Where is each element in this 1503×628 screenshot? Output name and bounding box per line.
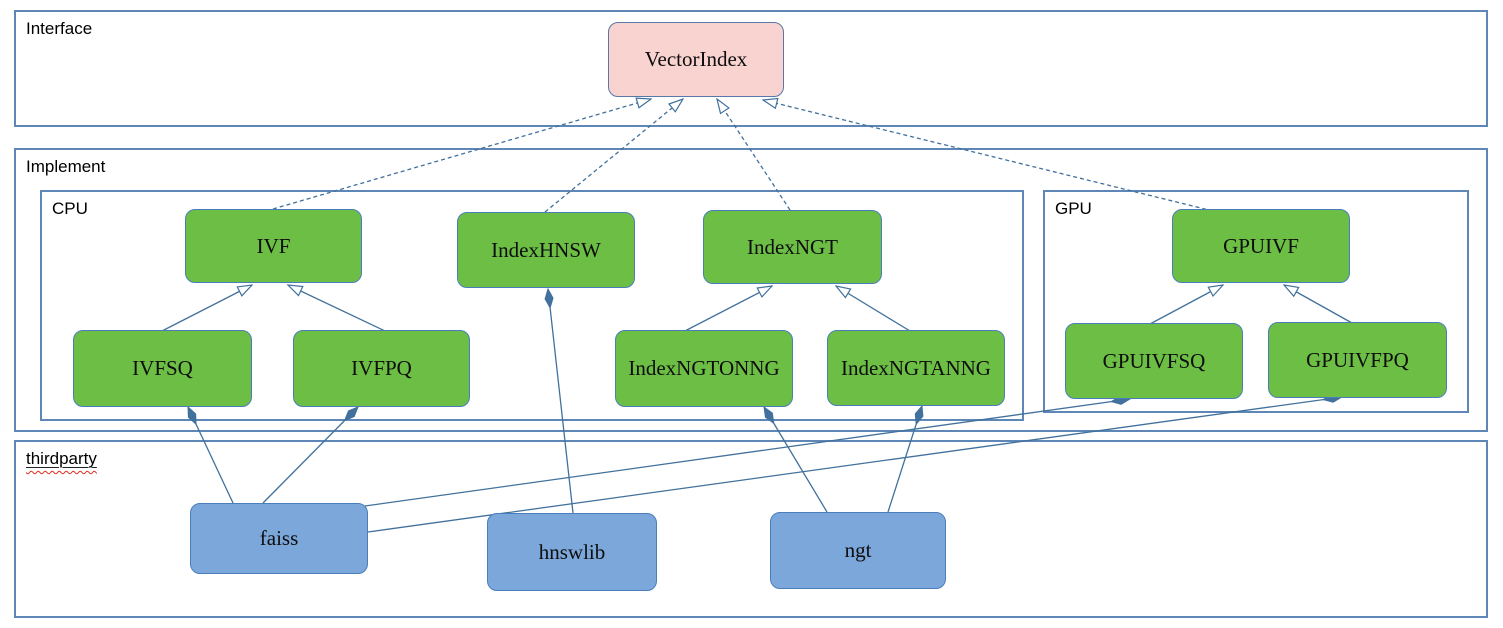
node-indexngtonng-label: IndexNGTONNG: [628, 356, 780, 380]
node-indexngtanng-label: IndexNGTANNG: [841, 355, 991, 380]
node-vectorindex-label: VectorIndex: [644, 47, 748, 71]
node-indexngt: IndexNGT: [703, 210, 882, 284]
node-indexngtonng: IndexNGTONNG: [615, 330, 793, 407]
node-indexhnsw-label: IndexHNSW: [491, 237, 601, 262]
node-indexhnsw: IndexHNSW: [457, 212, 635, 288]
node-faiss: faiss: [190, 503, 368, 574]
node-ngt-label: ngt: [844, 538, 872, 562]
node-gpuivf: GPUIVF: [1172, 209, 1350, 283]
node-ivfsq: IVFSQ: [73, 330, 252, 407]
node-ivf: IVF: [185, 209, 362, 283]
container-thirdparty-label-text: thirdparty: [26, 449, 97, 468]
node-gpuivfsq-label: GPUIVFSQ: [1102, 348, 1206, 373]
container-implement-label: Implement: [26, 157, 106, 176]
node-indexngt-label: IndexNGT: [747, 234, 838, 259]
node-gpuivfpq: GPUIVFPQ: [1268, 322, 1447, 398]
node-hnswlib-label: hnswlib: [538, 539, 606, 564]
node-ivfsq-label: IVFSQ: [132, 356, 193, 380]
node-gpuivf-label: GPUIVF: [1223, 233, 1299, 258]
node-faiss-label: faiss: [259, 526, 299, 550]
node-ivf-label: IVF: [256, 233, 291, 258]
node-indexngtanng: IndexNGTANNG: [827, 330, 1005, 406]
node-gpuivfsq: GPUIVFSQ: [1065, 323, 1243, 399]
container-interface-label: Interface: [26, 19, 93, 38]
node-ngt: ngt: [770, 512, 946, 589]
node-ivfpq-label: IVFPQ: [351, 356, 412, 380]
container-thirdparty-label: thirdparty: [26, 449, 97, 469]
container-gpu-label: GPU: [1055, 199, 1092, 218]
node-gpuivfpq-label: GPUIVFPQ: [1306, 347, 1409, 372]
container-cpu-label: CPU: [52, 199, 88, 218]
node-vectorindex: VectorIndex: [608, 22, 784, 97]
node-hnswlib: hnswlib: [487, 513, 657, 591]
node-ivfpq: IVFPQ: [293, 330, 470, 407]
